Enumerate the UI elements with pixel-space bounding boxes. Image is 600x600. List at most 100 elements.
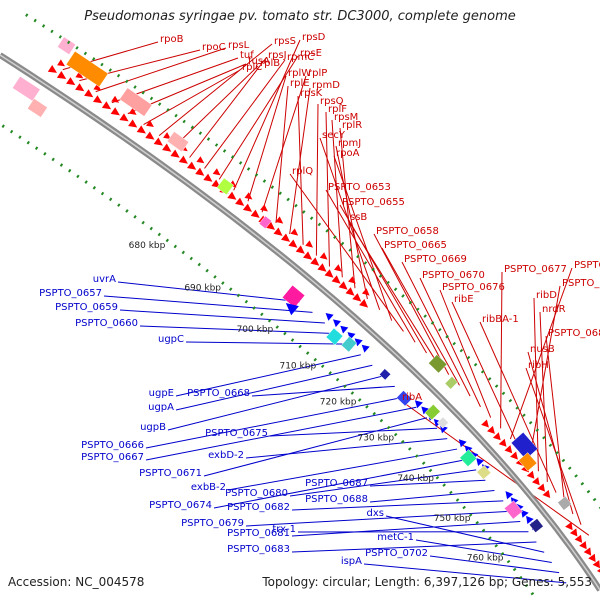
forward-gene-arrow <box>331 275 341 284</box>
reverse-gene-label: PSPTO_0683 <box>227 544 290 555</box>
reverse-gene-label-leader <box>245 438 448 459</box>
forward-gene-label-leader <box>500 271 503 429</box>
reverse-gene-label: exbD-2 <box>208 450 244 461</box>
reverse-gene-label-leader <box>245 510 512 527</box>
forward-gene-arrow <box>583 547 592 556</box>
forward-gene-label: ribH <box>528 360 549 371</box>
forward-gene-label-leader <box>528 285 561 461</box>
forward-gene-label-leader <box>545 335 566 504</box>
forward-gene-arrow <box>305 240 313 248</box>
reverse-gene-label: PSPTO_0680 <box>225 488 288 499</box>
forward-gene-label: rpsE <box>300 48 322 59</box>
forward-gene-arrow <box>93 95 103 104</box>
forward-gene-label: rplB <box>260 58 280 69</box>
forward-gene-label: rpsQ <box>320 96 344 107</box>
reverse-gene-label: PSPTO_0679 <box>181 518 244 529</box>
reverse-gene-label-leader <box>213 458 467 509</box>
forward-gene-label-leader <box>525 367 582 525</box>
forward-gene-arrow <box>359 299 369 308</box>
reverse-gene-label: PSPTO_0675 <box>205 428 268 439</box>
reverse-gene-label-leader <box>117 281 300 303</box>
forward-gene-box <box>258 215 272 230</box>
forward-gene-arrow <box>275 216 284 224</box>
reverse-gene-label-leader <box>227 448 458 491</box>
forward-gene-arrow <box>345 287 355 296</box>
forward-gene-label: secY <box>322 130 346 141</box>
reverse-gene-arrow <box>333 319 341 328</box>
reverse-gene-arrow <box>505 491 514 500</box>
forward-gene-arrow <box>136 125 146 134</box>
reverse-gene-label: PSPTO_0688 <box>305 494 368 505</box>
reverse-gene-box <box>459 449 478 467</box>
forward-gene-label: rplE <box>290 78 310 89</box>
forward-gene-arrow <box>288 239 298 248</box>
forward-gene-label: PSPTO_0653 <box>328 182 391 193</box>
forward-gene-label-leader <box>297 95 304 245</box>
forward-gene-arrow <box>145 131 155 140</box>
forward-gene-arrow <box>510 451 518 460</box>
tick-label: 690 kbp <box>184 283 221 293</box>
forward-gene-arrow <box>56 71 67 79</box>
forward-gene-arrow <box>361 288 370 296</box>
reverse-gene-box <box>424 404 441 421</box>
forward-gene-label-leader <box>158 43 273 136</box>
forward-gene-box <box>428 354 448 374</box>
forward-gene-label-leader <box>439 289 492 418</box>
reverse-gene-box <box>325 327 344 346</box>
forward-gene-label: ribA <box>402 392 422 403</box>
reverse-gene-arrow <box>476 458 484 466</box>
forward-gene-label: rpsJ <box>268 50 287 61</box>
forward-gene-label-leader <box>333 155 393 321</box>
forward-gene-arrow <box>163 132 171 140</box>
forward-gene-label: PSPTO_0677 <box>504 264 567 275</box>
forward-gene-label: nusB <box>530 344 555 355</box>
forward-gene-label: rpoB <box>160 34 184 45</box>
forward-gene-label: rpsK <box>300 88 323 99</box>
forward-gene-arrow <box>579 541 587 550</box>
forward-gene-arrow <box>128 119 138 128</box>
backbone-highlight <box>0 54 600 591</box>
reverse-gene-label-leader <box>269 427 438 437</box>
tick-label: 740 kbp <box>397 474 434 484</box>
forward-gene-label: rpmC <box>287 52 314 63</box>
forward-gene-box <box>518 452 538 472</box>
forward-gene-arrow <box>260 204 268 212</box>
inner-tick-rail <box>0 122 539 600</box>
forward-gene-label: rplW <box>288 68 311 79</box>
reverse-gene-arrow <box>361 344 370 353</box>
reverse-gene-label: PSPTO_0667 <box>81 452 144 463</box>
forward-gene-label-leader <box>373 233 450 375</box>
forward-gene-label-leader <box>381 247 460 386</box>
forward-gene-label-leader <box>95 47 227 93</box>
reverse-gene-label-leader <box>185 341 350 345</box>
reverse-gene-label: PSPTO_0671 <box>139 468 202 479</box>
forward-gene-label-leader <box>289 173 404 332</box>
forward-gene-arrow <box>75 71 84 79</box>
forward-gene-arrow <box>84 89 94 98</box>
forward-gene-arrow <box>481 419 489 428</box>
forward-gene-label-leader <box>247 75 287 202</box>
forward-gene-label: rplF <box>328 104 347 115</box>
forward-gene-label-leader <box>189 57 267 158</box>
forward-gene-label: rplR <box>342 120 362 131</box>
forward-gene-label: rpoC <box>202 42 226 53</box>
forward-gene-arrow <box>75 83 85 92</box>
reverse-gene-label: trx-1 <box>272 524 296 535</box>
tick-label: 760 kbp <box>467 554 504 564</box>
reverse-gene-label-leader <box>167 375 384 431</box>
forward-gene-label: ssB <box>350 212 367 223</box>
forward-gene-label: ribE <box>454 294 474 305</box>
reverse-gene-label: ugpB <box>140 422 166 433</box>
forward-gene-label-leader <box>419 277 481 408</box>
forward-gene-label: PSPTO_0658 <box>376 226 439 237</box>
reverse-gene-label: PSPTO_0687 <box>305 478 368 489</box>
forward-gene-label-leader <box>174 65 259 147</box>
forward-gene-arrow <box>596 568 600 573</box>
reverse-gene-arrow <box>325 313 334 321</box>
forward-gene-arrow <box>319 252 328 260</box>
forward-gene-arrow <box>317 263 327 272</box>
reverse-gene-label: uvrA <box>93 274 116 285</box>
reverse-gene-label-leader <box>429 555 560 574</box>
forward-gene-arrow <box>195 167 205 176</box>
